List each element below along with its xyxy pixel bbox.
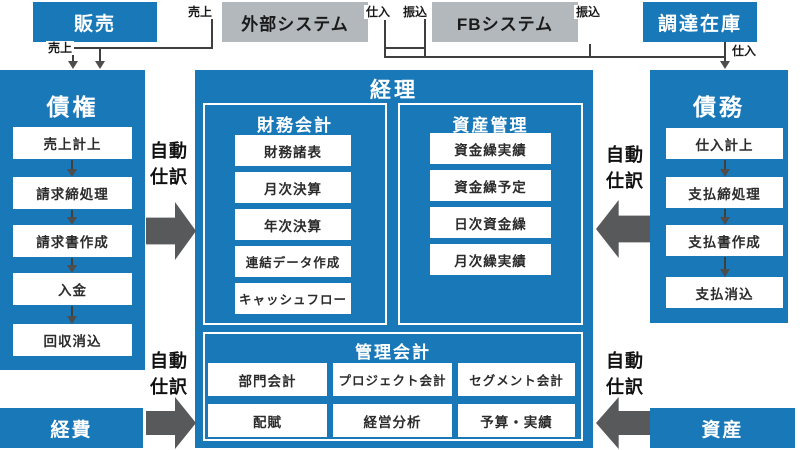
- payables-item-payment-closing: 支払締処理: [666, 177, 783, 208]
- asset-management-title: 資産管理: [452, 116, 529, 135]
- managerial-item-analysis: 経営分析: [333, 404, 452, 437]
- payables-item-payment-clearing: 支払消込: [666, 277, 783, 308]
- managerial-item-label: 経営分析: [363, 414, 422, 430]
- accounting-title: 経理: [370, 79, 418, 102]
- auto-journal-label-left-top: 自動 仕訳: [140, 138, 198, 190]
- asset-item-label: 資金繰実績: [454, 142, 527, 158]
- asset-item-label: 日次資金繰: [454, 216, 527, 232]
- asset-management-section: 資産管理: [398, 103, 583, 325]
- financial-item-cash-flow: キャッシュフロー: [235, 283, 351, 314]
- flow-label-sales-under-sales: 売上: [46, 41, 75, 55]
- auto-journal-line2: 仕訳: [150, 377, 188, 397]
- payables-title: 債務: [693, 94, 745, 120]
- managerial-item-allocation: 配賦: [208, 404, 327, 437]
- asset-item-monthly-actual: 月次繰実績: [430, 244, 551, 275]
- auto-journal-label-right-top: 自動 仕訳: [596, 142, 654, 194]
- auto-journal-line1: 自動: [150, 141, 188, 161]
- payables-item-label: 支払消込: [695, 286, 754, 302]
- financial-item-statements: 財務諸表: [235, 135, 351, 166]
- asset-item-label: 月次繰実績: [454, 253, 527, 269]
- receivables-item-collection-clearing: 回収消込: [13, 324, 132, 356]
- payables-item-payment-doc-creation: 支払書作成: [666, 225, 783, 256]
- auto-journal-arrow-left-bottom: [146, 397, 196, 449]
- receivables-item-label: 請求締処理: [36, 187, 109, 202]
- receivables-item-invoice-creation: 請求書作成: [13, 225, 132, 257]
- expenses-label: 経費: [50, 419, 93, 441]
- external-system-box: 外部システム: [222, 2, 368, 42]
- financial-accounting-section: 財務会計: [203, 103, 387, 325]
- managerial-item-segment: セグメント会計: [458, 363, 575, 396]
- payables-item-label: 仕入計上: [695, 137, 754, 153]
- financial-item-label: 財務諸表: [264, 144, 322, 160]
- flow-label-transfer-right-of-fb: 振込: [574, 5, 603, 19]
- managerial-accounting-title: 管理会計: [355, 343, 431, 362]
- asset-item-cashflow-actual: 資金繰実績: [430, 133, 551, 164]
- receivables-item-label: 請求書作成: [36, 235, 109, 250]
- assets-label: 資産: [701, 419, 744, 441]
- financial-item-label: キャッシュフロー: [238, 293, 347, 307]
- managerial-item-project: プロジェクト会計: [333, 363, 452, 396]
- flow-label-sales-left-of-external: 売上: [186, 5, 215, 19]
- financial-accounting-title: 財務会計: [257, 116, 333, 135]
- auto-journal-line2: 仕訳: [606, 171, 644, 191]
- fb-system-label: FBシステム: [456, 14, 554, 34]
- auto-journal-line2: 仕訳: [150, 167, 188, 187]
- receivables-item-billing-closing: 請求締処理: [13, 177, 132, 209]
- managerial-accounting-section: 管理会計: [203, 332, 583, 441]
- financial-item-consolidated-data: 連結データ作成: [235, 246, 351, 277]
- managerial-item-label: 予算・実績: [480, 414, 553, 430]
- auto-journal-line1: 自動: [150, 351, 188, 371]
- managerial-item-budget-actual: 予算・実績: [458, 404, 575, 437]
- financial-item-label: 年次決算: [264, 218, 322, 234]
- auto-journal-line2: 仕訳: [606, 377, 644, 397]
- payables-item-label: 支払書作成: [688, 234, 761, 250]
- auto-journal-line1: 自動: [606, 351, 644, 371]
- down-arrowhead: [720, 61, 730, 69]
- flow-label-purchase-under-procurement: 仕入: [730, 44, 759, 58]
- fb-system-box: FBシステム: [432, 2, 578, 42]
- procurement-inventory-label: 調達在庫: [657, 13, 742, 35]
- financial-item-label: 連結データ作成: [245, 256, 341, 270]
- managerial-item-label: 部門会計: [238, 373, 297, 389]
- asset-item-daily-cashflow: 日次資金繰: [430, 207, 551, 238]
- receivables-item-deposit: 入金: [13, 273, 132, 305]
- auto-journal-arrow-right-top: [596, 200, 650, 258]
- payables-item-label: 支払締処理: [688, 186, 761, 202]
- financial-item-annual-closing: 年次決算: [235, 209, 351, 240]
- sales-box-label: 販売: [73, 13, 116, 35]
- flow-label-purchase-right-of-external: 仕入: [364, 5, 393, 19]
- managerial-item-label: セグメント会計: [469, 374, 564, 388]
- sales-box: 販売: [33, 2, 157, 42]
- auto-journal-arrow-left-top: [146, 202, 196, 260]
- receivables-item-label: 入金: [58, 283, 87, 298]
- managerial-item-label: 配賦: [253, 414, 282, 430]
- receivables-item-sales-recording: 売上計上: [13, 127, 132, 159]
- asset-item-cashflow-planned: 資金繰予定: [430, 170, 551, 201]
- auto-journal-line1: 自動: [606, 145, 644, 165]
- auto-journal-arrow-right-bottom: [596, 397, 650, 449]
- assets-box: 資産: [650, 408, 795, 448]
- down-arrowhead: [95, 61, 105, 69]
- down-arrowhead: [68, 61, 78, 69]
- managerial-item-label: プロジェクト会計: [338, 374, 447, 388]
- receivables-item-label: 回収消込: [43, 334, 102, 349]
- receivables-item-label: 売上計上: [43, 137, 102, 152]
- flow-label-transfer-left-of-fb: 振込: [401, 5, 430, 19]
- external-system-label: 外部システム: [241, 14, 349, 34]
- procurement-inventory-box: 調達在庫: [643, 2, 757, 42]
- financial-item-monthly-closing: 月次決算: [235, 172, 351, 203]
- expenses-box: 経費: [0, 408, 143, 448]
- auto-journal-label-left-bottom: 自動 仕訳: [140, 348, 198, 400]
- managerial-item-department: 部門会計: [208, 363, 327, 396]
- payables-item-purchase-recording: 仕入計上: [666, 128, 783, 159]
- auto-journal-label-right-bottom: 自動 仕訳: [596, 348, 654, 400]
- receivables-title: 債権: [46, 94, 99, 120]
- financial-item-label: 月次決算: [264, 181, 322, 197]
- asset-item-label: 資金繰予定: [454, 179, 527, 195]
